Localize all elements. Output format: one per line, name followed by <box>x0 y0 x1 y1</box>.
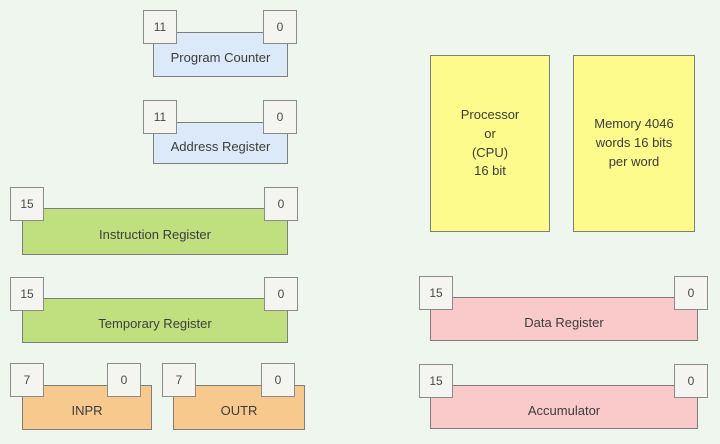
data-register-box: Data Register <box>430 297 698 341</box>
processor-line-2: or <box>484 125 496 141</box>
memory-line-2: words 16 bits <box>595 135 673 151</box>
temporary-register-label: Temporary Register <box>98 316 212 331</box>
outr-high-bit: 7 <box>162 363 196 397</box>
program-counter-label: Program Counter <box>170 50 271 65</box>
temporary-register-box: Temporary Register <box>22 298 288 343</box>
temporary-register-low-bit: 0 <box>264 277 298 311</box>
processor-block: Processor or (CPU) 16 bit <box>430 55 550 232</box>
address-register-label: Address Register <box>170 138 271 154</box>
program-counter-low-bit: 0 <box>263 10 297 44</box>
data-register-high-bit: 15 <box>419 276 453 310</box>
instruction-register-high-bit: 15 <box>10 187 44 221</box>
inpr-label: INPR <box>71 403 103 418</box>
memory-line-1: Memory 4046 <box>594 116 674 132</box>
outr-label: OUTR <box>220 403 258 418</box>
instruction-register-box: Instruction Register <box>22 208 288 255</box>
data-register-low-bit: 0 <box>674 276 708 310</box>
address-register-low-bit: 0 <box>263 100 297 134</box>
processor-line-1: Processor <box>460 106 520 122</box>
accumulator-box: Accumulator <box>430 385 698 429</box>
accumulator-low-bit: 0 <box>674 364 708 398</box>
accumulator-high-bit: 15 <box>419 364 453 398</box>
address-register-high-bit: 11 <box>143 100 177 134</box>
temporary-register-high-bit: 15 <box>10 277 44 311</box>
memory-line-3: per word <box>608 153 660 169</box>
outr-low-bit: 0 <box>261 363 295 397</box>
inpr-low-bit: 0 <box>107 363 141 397</box>
data-register-label: Data Register <box>524 314 604 330</box>
memory-block: Memory 4046 words 16 bits per word <box>573 55 695 232</box>
accumulator-label: Accumulator <box>527 402 601 418</box>
processor-line-3: (CPU) <box>471 144 509 160</box>
processor-line-4: 16 bit <box>474 163 506 179</box>
instruction-register-low-bit: 0 <box>264 187 298 221</box>
inpr-high-bit: 7 <box>10 363 44 397</box>
instruction-register-label: Instruction Register <box>99 227 211 242</box>
program-counter-high-bit: 11 <box>143 10 177 44</box>
